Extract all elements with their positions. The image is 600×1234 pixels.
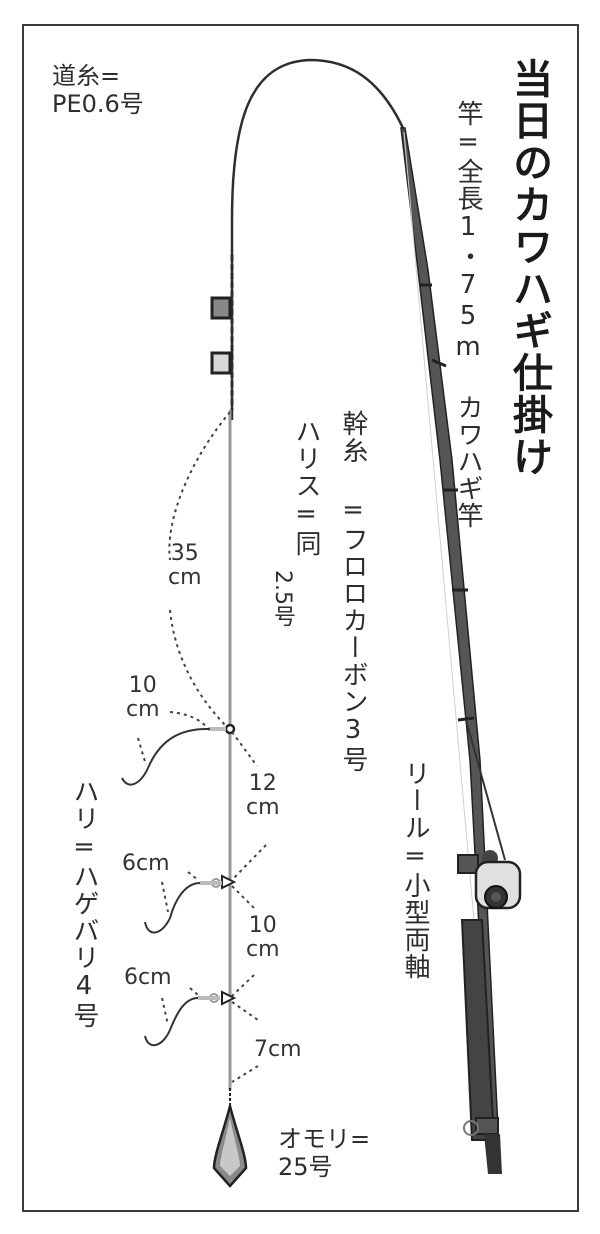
dim-10cm-value: 10 — [248, 913, 277, 938]
dim-10cm: 10 cm — [246, 914, 280, 962]
dim-branch2-6cm: 6cm — [122, 851, 170, 876]
leader-label-col1: ハリス=同 — [291, 418, 321, 557]
dim-10cm-unit: cm — [246, 937, 280, 962]
dim-12cm: 12 cm — [246, 772, 280, 820]
branch1-leader — [147, 727, 211, 769]
leader-label-col2: 2.5号 — [266, 570, 298, 627]
dim-branch1-unit: cm — [126, 697, 160, 722]
branch2-hook-icon — [144, 917, 171, 934]
main-line-label-line1: 道糸= — [52, 62, 121, 90]
diagram-frame — [22, 24, 579, 1212]
dim-35cm: 35 cm — [168, 542, 202, 590]
branch3-hook-icon — [144, 1029, 171, 1046]
rod-icon — [400, 127, 506, 1174]
branch2-leader — [169, 882, 201, 919]
branch1-hook-icon — [121, 767, 149, 786]
dim-branch3-6cm: 6cm — [124, 965, 172, 990]
main-line-label-line2: PE0.6号 — [52, 90, 144, 118]
dim-35cm-unit: cm — [168, 565, 202, 590]
dim-35cm-value: 35 — [170, 541, 199, 566]
dim-branch1-value: 10 — [128, 673, 157, 698]
sinker-label-line1: オモリ= — [278, 1125, 371, 1153]
branch3-leader — [169, 997, 199, 1031]
branch3-knot — [221, 990, 237, 1006]
sinker-label-line2: 25号 — [278, 1153, 333, 1181]
hook-label: ハリ=ハゲバリ4号 — [69, 778, 99, 1029]
rod-label: 竿=全長1・75m カワハギ竿 — [453, 100, 483, 529]
leader-label-size: 2.5号 — [270, 570, 295, 627]
dim-12cm-unit: cm — [246, 795, 280, 820]
diagram-title: 当日のカワハギ仕掛け — [506, 58, 552, 478]
dim-arc-35cm — [168, 411, 231, 729]
main-line-label: 道糸= PE0.6号 — [52, 62, 144, 118]
reel-label: リール=小型両軸 — [400, 760, 430, 980]
main-line — [230, 58, 405, 420]
swivel-bottom-icon — [210, 351, 232, 375]
swivel-top-icon — [210, 296, 232, 320]
sinker-label: オモリ= 25号 — [278, 1125, 370, 1181]
trunk-line-label: 幹糸 =フロロカーボン3号 — [338, 410, 368, 773]
dim-branch1-10cm: 10 cm — [126, 674, 160, 722]
dim-12cm-value: 12 — [248, 771, 277, 796]
reel-icon — [474, 850, 522, 910]
dim-7cm: 7cm — [254, 1037, 302, 1062]
